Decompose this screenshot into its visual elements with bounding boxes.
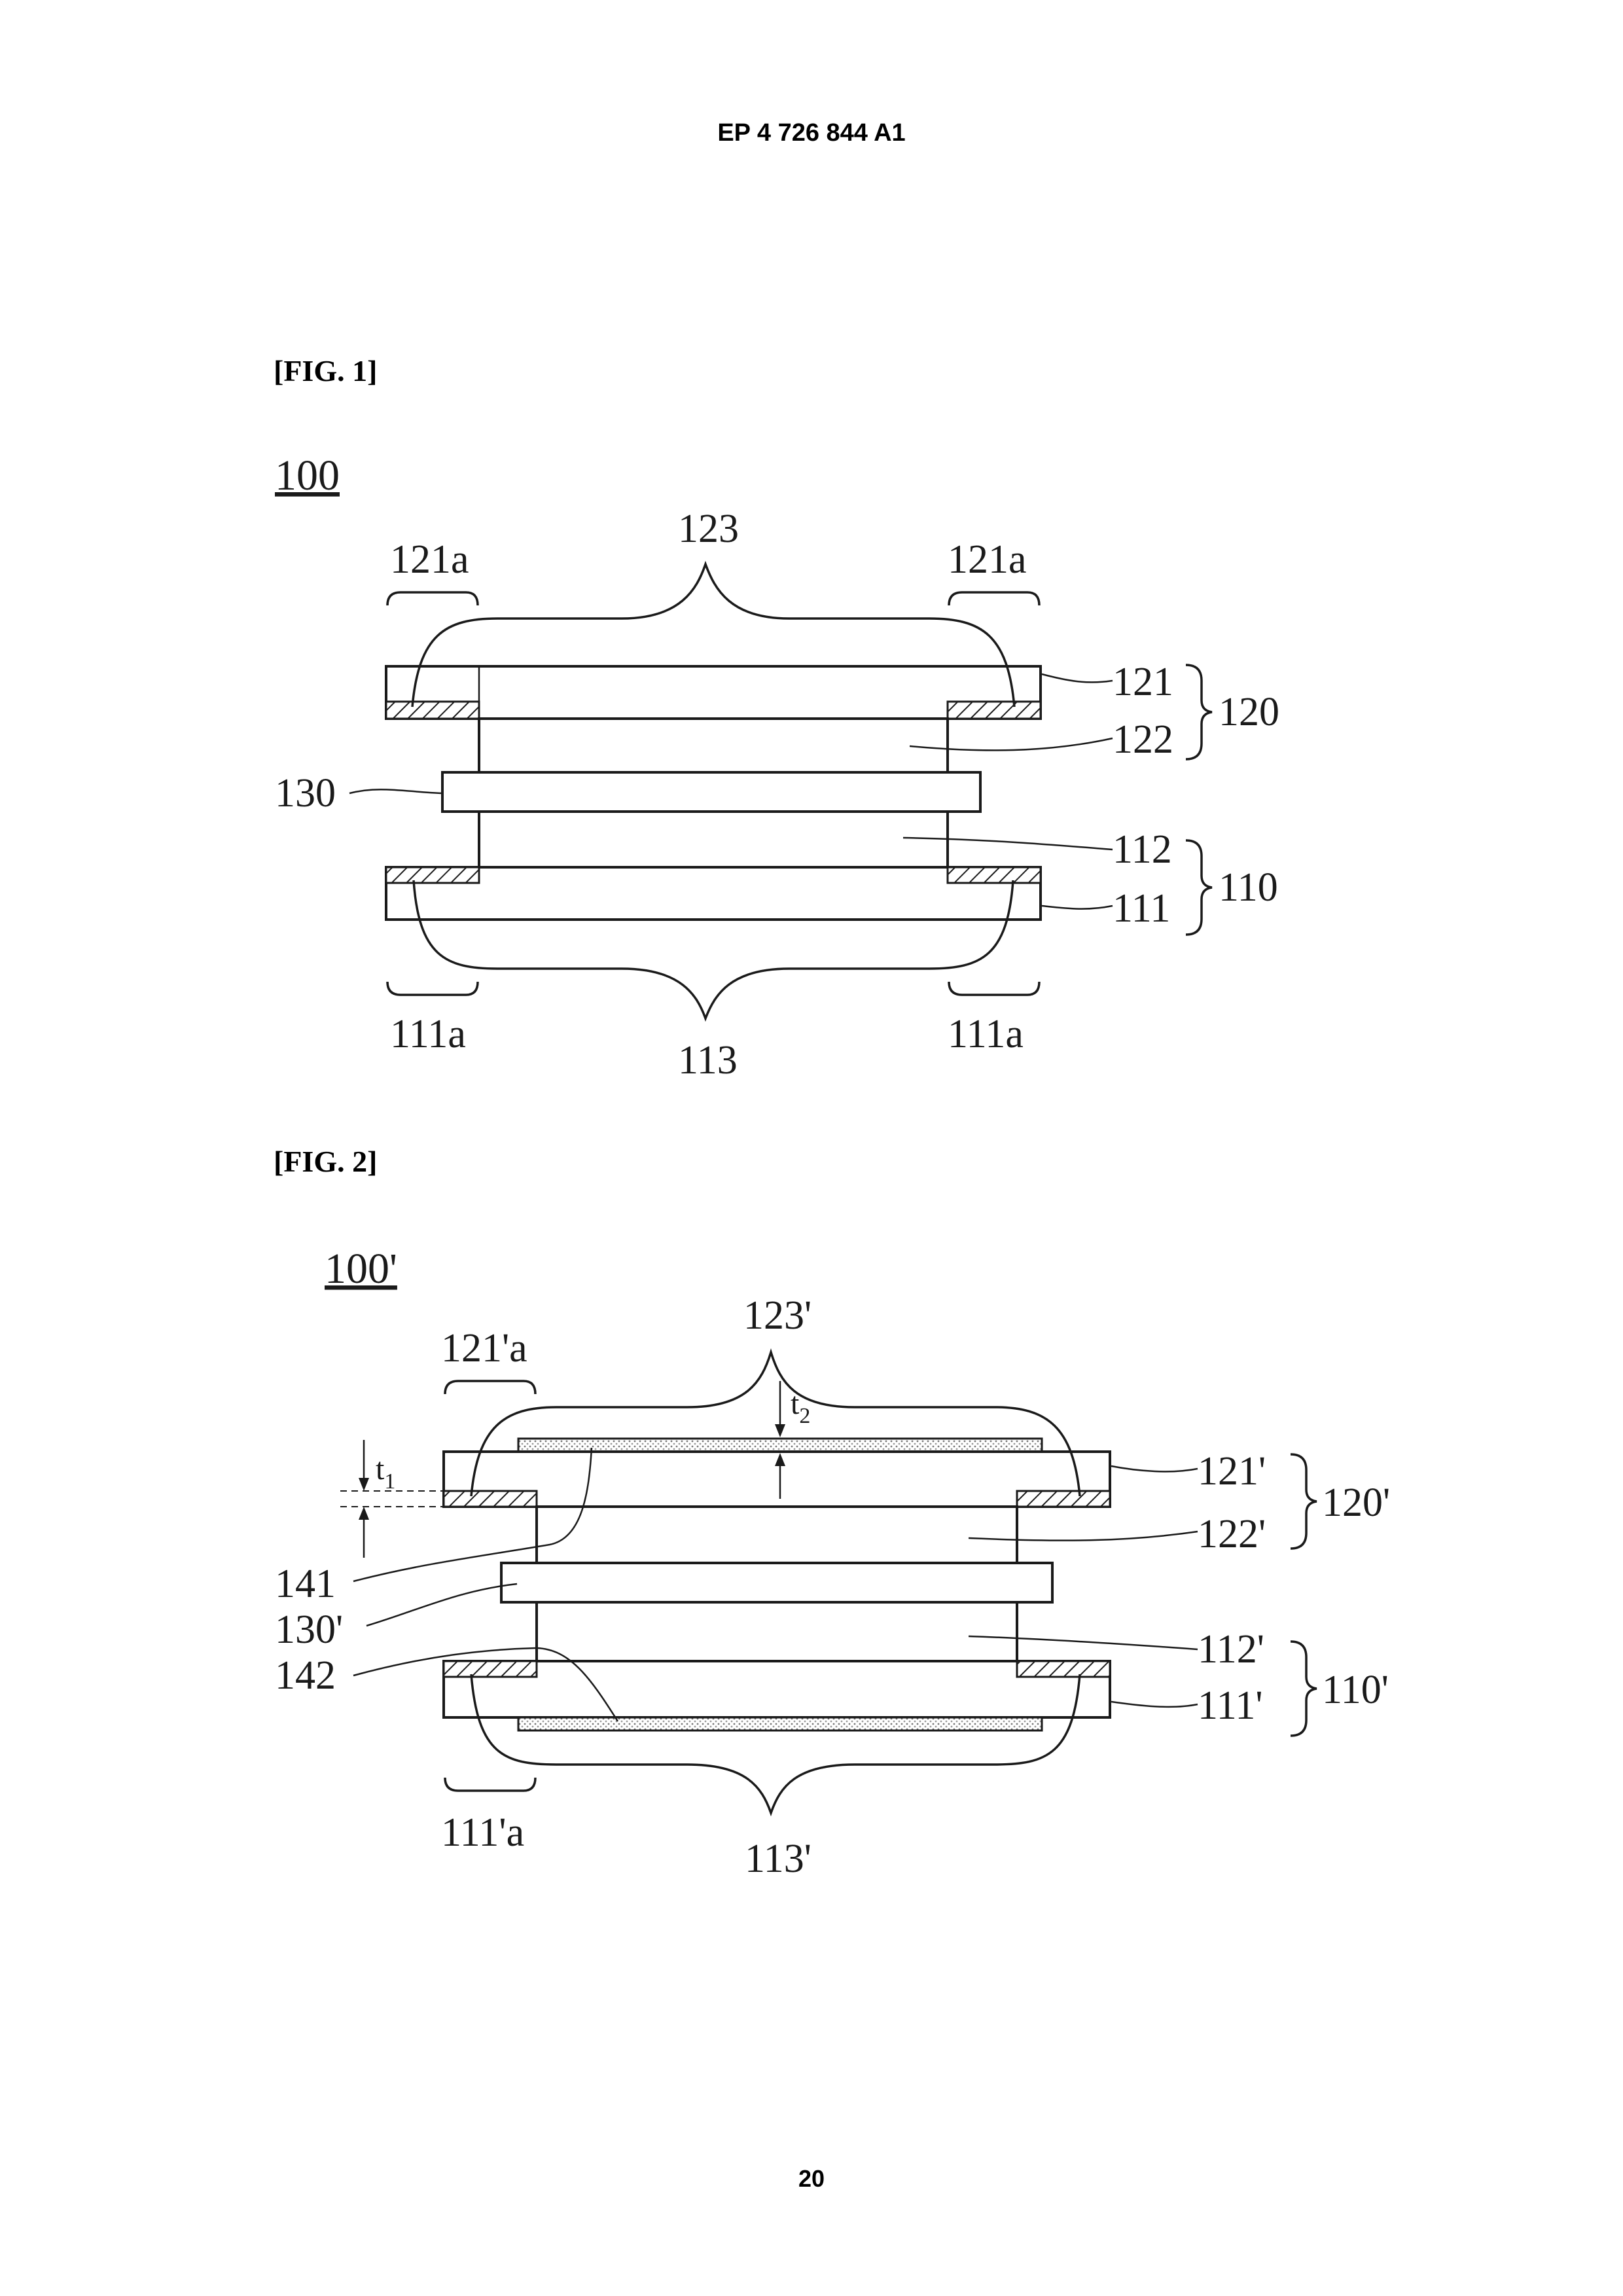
fig2-label-142: 142 bbox=[275, 1653, 336, 1698]
fig1-sealing-111a-left bbox=[386, 867, 479, 883]
fig1-brace-121a-right bbox=[949, 592, 1039, 605]
fig1-label-110: 110 bbox=[1219, 865, 1278, 910]
fig2-leader-111p bbox=[1111, 1702, 1198, 1707]
fig1-brace-111a-right bbox=[949, 982, 1039, 995]
fig2-label-111p: 111' bbox=[1198, 1683, 1263, 1728]
fig1-label-113: 113 bbox=[678, 1038, 738, 1083]
fig2-label-121p: 121' bbox=[1198, 1449, 1266, 1494]
document-number: EP 4 726 844 A1 bbox=[0, 119, 1623, 147]
fig2-membrane-130p bbox=[501, 1563, 1052, 1602]
fig2-sealing-111pa-left bbox=[444, 1661, 537, 1677]
fig2-label-110p: 110' bbox=[1322, 1668, 1389, 1712]
fig1-label-130: 130 bbox=[275, 771, 336, 816]
fig1-membrane-130 bbox=[442, 772, 980, 812]
fig2-brace-121pa bbox=[445, 1381, 535, 1394]
fig1-leader-130 bbox=[349, 789, 442, 793]
fig2-label-113p: 113' bbox=[745, 1837, 812, 1881]
fig2-brace-120p bbox=[1291, 1454, 1317, 1549]
fig2-label-122p: 122' bbox=[1198, 1512, 1266, 1556]
fig1-sealing-121a-right bbox=[948, 702, 1041, 719]
fig2-sealing-111pa-right bbox=[1017, 1661, 1110, 1677]
fig1-label-122: 122 bbox=[1113, 717, 1173, 762]
fig2-coating-141 bbox=[518, 1439, 1042, 1452]
fig1-label-111a-left: 111a bbox=[390, 1012, 466, 1056]
fig2-brace-110p bbox=[1291, 1641, 1317, 1736]
fig2-sealing-121pa-right bbox=[1017, 1491, 1110, 1507]
figure-1-caption: [FIG. 1] bbox=[274, 353, 377, 388]
fig2-label-111pa: 111'a bbox=[441, 1810, 524, 1855]
fig1-label-121: 121 bbox=[1113, 660, 1173, 704]
fig1-sealing-111a-right bbox=[948, 867, 1041, 883]
fig2-label-141: 141 bbox=[275, 1562, 336, 1606]
fig2-t2-arrowhead-down bbox=[775, 1424, 785, 1437]
fig2-label-t2: t2 bbox=[791, 1386, 810, 1428]
fig2-coating-142 bbox=[518, 1717, 1042, 1731]
fig1-label-111a-right: 111a bbox=[948, 1012, 1024, 1056]
fig1-label-121a-left: 121a bbox=[390, 537, 469, 582]
fig1-brace-120 bbox=[1186, 665, 1212, 759]
figure-2-caption: [FIG. 2] bbox=[274, 1144, 377, 1179]
fig1-body-122 bbox=[479, 719, 948, 772]
fig2-plate-111p bbox=[444, 1661, 1110, 1717]
fig1-brace-111a-left bbox=[387, 982, 478, 995]
fig2-label-112p: 112' bbox=[1198, 1627, 1264, 1672]
fig1-label-120: 120 bbox=[1219, 690, 1279, 734]
fig1-plate-111 bbox=[386, 867, 1041, 920]
fig2-sealing-121pa-left bbox=[444, 1491, 537, 1507]
fig1-brace-110 bbox=[1186, 840, 1212, 935]
fig1-label-123: 123 bbox=[678, 507, 739, 551]
fig2-body-122p bbox=[537, 1507, 1017, 1563]
figure-2-diagram: 100' 121'a 123' t2 t1 121' 122' 120' 141… bbox=[0, 1224, 1623, 1911]
fig2-brace-111pa bbox=[445, 1778, 535, 1791]
fig1-sealing-121a-left bbox=[386, 702, 479, 719]
fig2-t1-arrowhead-down bbox=[359, 1478, 369, 1491]
fig2-label-123p: 123' bbox=[743, 1293, 812, 1338]
fig2-plate-121p bbox=[444, 1452, 1110, 1507]
fig1-leader-111 bbox=[1042, 906, 1113, 909]
fig2-leader-121p bbox=[1111, 1466, 1198, 1471]
fig2-label-130p: 130' bbox=[275, 1607, 343, 1652]
fig1-reference-100: 100 bbox=[275, 452, 340, 499]
fig1-label-112: 112 bbox=[1113, 827, 1172, 872]
fig1-label-121a-right: 121a bbox=[948, 537, 1027, 582]
figure-1-diagram: 100 121a 121a 123 121 122 120 130 112 11… bbox=[0, 432, 1623, 1113]
fig2-reference-100p: 100' bbox=[325, 1245, 397, 1293]
fig1-label-111: 111 bbox=[1113, 886, 1170, 931]
fig2-t1-arrowhead-up bbox=[359, 1507, 369, 1520]
fig2-label-120p: 120' bbox=[1322, 1480, 1390, 1525]
fig2-leader-130p bbox=[366, 1584, 517, 1626]
fig2-label-t1: t1 bbox=[376, 1452, 395, 1494]
fig2-label-121pa: 121'a bbox=[441, 1326, 527, 1371]
fig1-brace-121a-left bbox=[387, 592, 478, 605]
page-number: 20 bbox=[0, 2165, 1623, 2193]
fig1-leader-121 bbox=[1042, 674, 1113, 682]
fig1-plate-121 bbox=[386, 666, 1041, 719]
